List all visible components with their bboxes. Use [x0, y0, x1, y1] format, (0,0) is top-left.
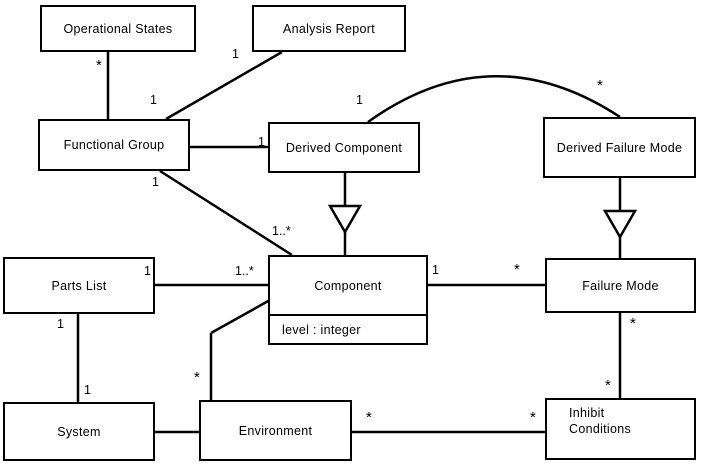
multiplicity-inhibit-conditions-failure-mode-end: *	[605, 377, 611, 394]
class-name-system: System	[57, 424, 101, 439]
class-box-system[interactable]: System	[3, 402, 155, 461]
class-box-inhibit-conditions[interactable]: Inhibit Conditions	[545, 398, 696, 460]
class-box-functional-group[interactable]: Functional Group	[38, 119, 190, 171]
multiplicity-component-failure-mode-end: 1	[432, 263, 439, 277]
multiplicity-analysis-report-end: 1	[232, 47, 239, 61]
class-name-parts-list: Parts List	[51, 278, 107, 293]
class-box-analysis-report[interactable]: Analysis Report	[252, 5, 406, 52]
class-name-operational-states: Operational States	[63, 21, 173, 36]
class-box-derived-failure-mode[interactable]: Derived Failure Mode	[543, 117, 696, 178]
class-box-operational-states[interactable]: Operational States	[40, 5, 196, 52]
edge-functional-group-analysis-report	[165, 50, 283, 121]
class-name-environment: Environment	[238, 423, 313, 438]
multiplicity-component-functional-group-end: 1..*	[272, 224, 291, 238]
multiplicity-environment-inhibit-conditions-end: *	[366, 409, 372, 426]
edge-component-environment-diagonal	[210, 298, 271, 335]
multiplicity-system-parts-list-end: 1	[84, 383, 91, 397]
multiplicity-parts-list-system-end: 1	[57, 317, 64, 331]
multiplicity-inhibit-conditions-environment-end: *	[530, 409, 536, 426]
class-box-derived-component[interactable]: Derived Component	[268, 122, 420, 173]
multiplicity-failure-mode-inhibit-conditions-end: *	[630, 315, 636, 332]
generalization-triangle-derived-component	[327, 204, 363, 235]
multiplicity-arc-derived-failure-mode-end: *	[597, 77, 603, 94]
class-name-failure-mode: Failure Mode	[582, 278, 659, 293]
class-name-functional-group: Functional Group	[63, 138, 165, 152]
multiplicity-operational-states-end: *	[96, 57, 102, 74]
class-box-component[interactable]: Component level : integer	[268, 255, 428, 345]
class-name-inhibit-conditions: Inhibit Conditions	[569, 406, 632, 436]
multiplicity-failure-mode-component-end: *	[514, 261, 520, 278]
multiplicity-derived-component-functional-group-end: 1	[258, 135, 265, 149]
edge-functional-group-component	[159, 169, 293, 257]
multiplicity-functional-group-operational-states-end: 1	[150, 93, 157, 107]
class-attribute-component-level: level : integer	[270, 314, 426, 343]
class-box-failure-mode[interactable]: Failure Mode	[545, 258, 696, 313]
edge-derived-component-derived-failure-mode	[367, 75, 621, 124]
class-box-environment[interactable]: Environment	[199, 400, 352, 461]
multiplicity-arc-derived-component-end: 1	[356, 93, 363, 107]
class-name-derived-component: Derived Component	[285, 140, 403, 155]
class-name-derived-failure-mode: Derived Failure Mode	[556, 140, 683, 155]
multiplicity-parts-list-component-end: 1	[144, 264, 151, 278]
generalization-triangle-derived-failure-mode	[602, 209, 638, 240]
class-box-parts-list[interactable]: Parts List	[3, 257, 155, 314]
multiplicity-functional-group-component-end: 1	[152, 175, 159, 189]
class-name-analysis-report: Analysis Report	[282, 21, 376, 36]
multiplicity-component-environment-end: *	[194, 369, 200, 386]
multiplicity-component-parts-list-end: 1..*	[235, 264, 254, 278]
class-name-component: Component	[314, 278, 382, 293]
